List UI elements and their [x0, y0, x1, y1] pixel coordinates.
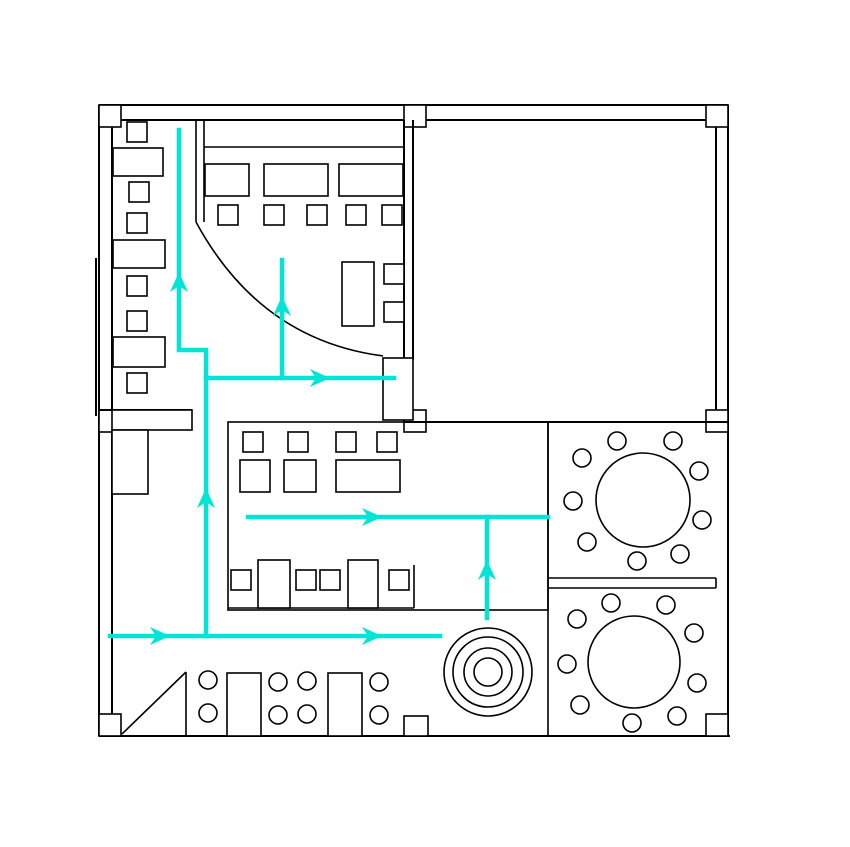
chair-icon [656, 595, 676, 615]
chair-icon [126, 121, 148, 143]
chair-icon [369, 672, 389, 692]
chair-icon [297, 671, 317, 691]
chair-icon [567, 609, 587, 629]
table-icon [283, 459, 317, 493]
table-icon [327, 672, 363, 737]
chair-icon [128, 181, 150, 203]
round-table-icon [587, 615, 681, 709]
chair-icon [381, 204, 403, 226]
left-seating-strip [112, 121, 166, 394]
chair-icon [689, 461, 709, 481]
flow-arrow-icon [310, 369, 330, 387]
chair-icon [126, 275, 148, 297]
flow-arrow-icon [273, 296, 291, 316]
chair-icon [383, 263, 405, 285]
chair-icon [319, 569, 341, 591]
chair-icon [663, 431, 683, 451]
column-icon [98, 409, 114, 433]
chair-icon [335, 431, 357, 453]
chair-icon [230, 569, 252, 591]
chair-icon [263, 204, 285, 226]
chair-icon [383, 301, 405, 323]
table-icon [335, 459, 401, 493]
table-icon [239, 459, 271, 493]
flow-arrow-icon [362, 508, 382, 526]
chair-icon [622, 713, 642, 733]
chair-icon [627, 551, 647, 571]
chair-icon [126, 212, 148, 234]
columns [98, 104, 729, 737]
table-icon [347, 559, 379, 609]
column-icon [98, 104, 122, 128]
flow-arrow-icon [197, 488, 215, 508]
chair-icon [297, 704, 317, 724]
chair-icon [687, 673, 707, 693]
chair-icon [126, 372, 148, 394]
chair-icon [268, 705, 288, 725]
chair-icon [572, 448, 592, 468]
chair-icon [217, 204, 239, 226]
chair-icon [601, 593, 621, 613]
flow-arrow-icon [362, 627, 382, 645]
chair-icon [577, 532, 597, 552]
chair-icon [570, 695, 590, 715]
column-icon [705, 104, 729, 128]
round-table-icon [595, 452, 691, 548]
chair-icon [388, 569, 410, 591]
chair-icon [557, 654, 577, 674]
table-icon [341, 261, 375, 327]
chair-icon [376, 431, 398, 453]
column-icon [403, 104, 427, 128]
table-icon [263, 163, 329, 197]
chair-icon [287, 431, 309, 453]
chair-icon [692, 510, 712, 530]
chair-icon [242, 431, 264, 453]
table-icon [204, 163, 250, 197]
chair-icon [667, 706, 687, 726]
table-icon [257, 559, 291, 609]
bottom-seating-strip [121, 627, 533, 737]
chair-icon [369, 705, 389, 725]
chair-icon [198, 670, 218, 690]
column-icon [98, 713, 122, 737]
chair-icon [345, 204, 367, 226]
flow-arrow-icon [150, 627, 170, 645]
chair-icon [607, 431, 627, 451]
round-fountain-icon [443, 627, 533, 717]
flow-arrow-icon [170, 272, 188, 292]
chair-icon [670, 544, 690, 564]
table-icon [112, 336, 166, 368]
round-table-room-lower [557, 593, 707, 733]
flow-arrow-icon [478, 560, 496, 580]
chair-icon [684, 623, 704, 643]
chair-icon [306, 204, 328, 226]
central-room [227, 421, 549, 611]
round-table-room-upper [547, 422, 717, 736]
upper-office-furniture [204, 163, 405, 327]
table-icon [112, 239, 166, 269]
chair-icon [295, 569, 317, 591]
table-icon [226, 672, 262, 737]
interior-walls [99, 120, 728, 495]
chair-icon [126, 310, 148, 332]
circulation-path [107, 127, 551, 645]
chair-icon [198, 703, 218, 723]
table-icon [112, 147, 164, 177]
chair-icon [563, 491, 583, 511]
table-icon [338, 163, 404, 197]
column-icon [705, 713, 729, 737]
chair-icon [268, 672, 288, 692]
